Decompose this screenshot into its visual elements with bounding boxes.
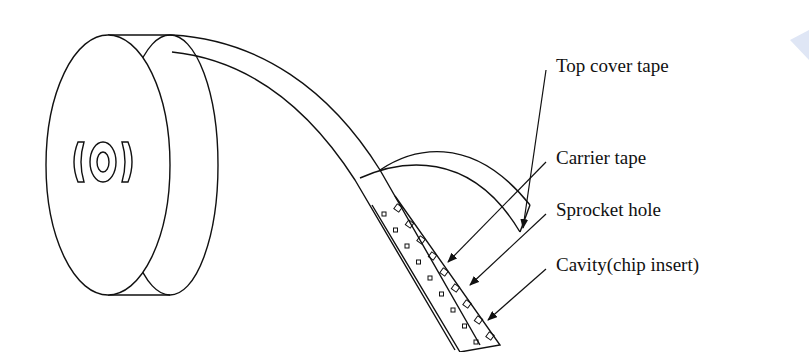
callout-label: Sprocket hole [556, 200, 661, 221]
callout-label: Top cover tape [556, 56, 669, 77]
callout-label: Carrier tape [556, 148, 646, 169]
callout-label: Cavity(chip insert) [556, 255, 699, 276]
